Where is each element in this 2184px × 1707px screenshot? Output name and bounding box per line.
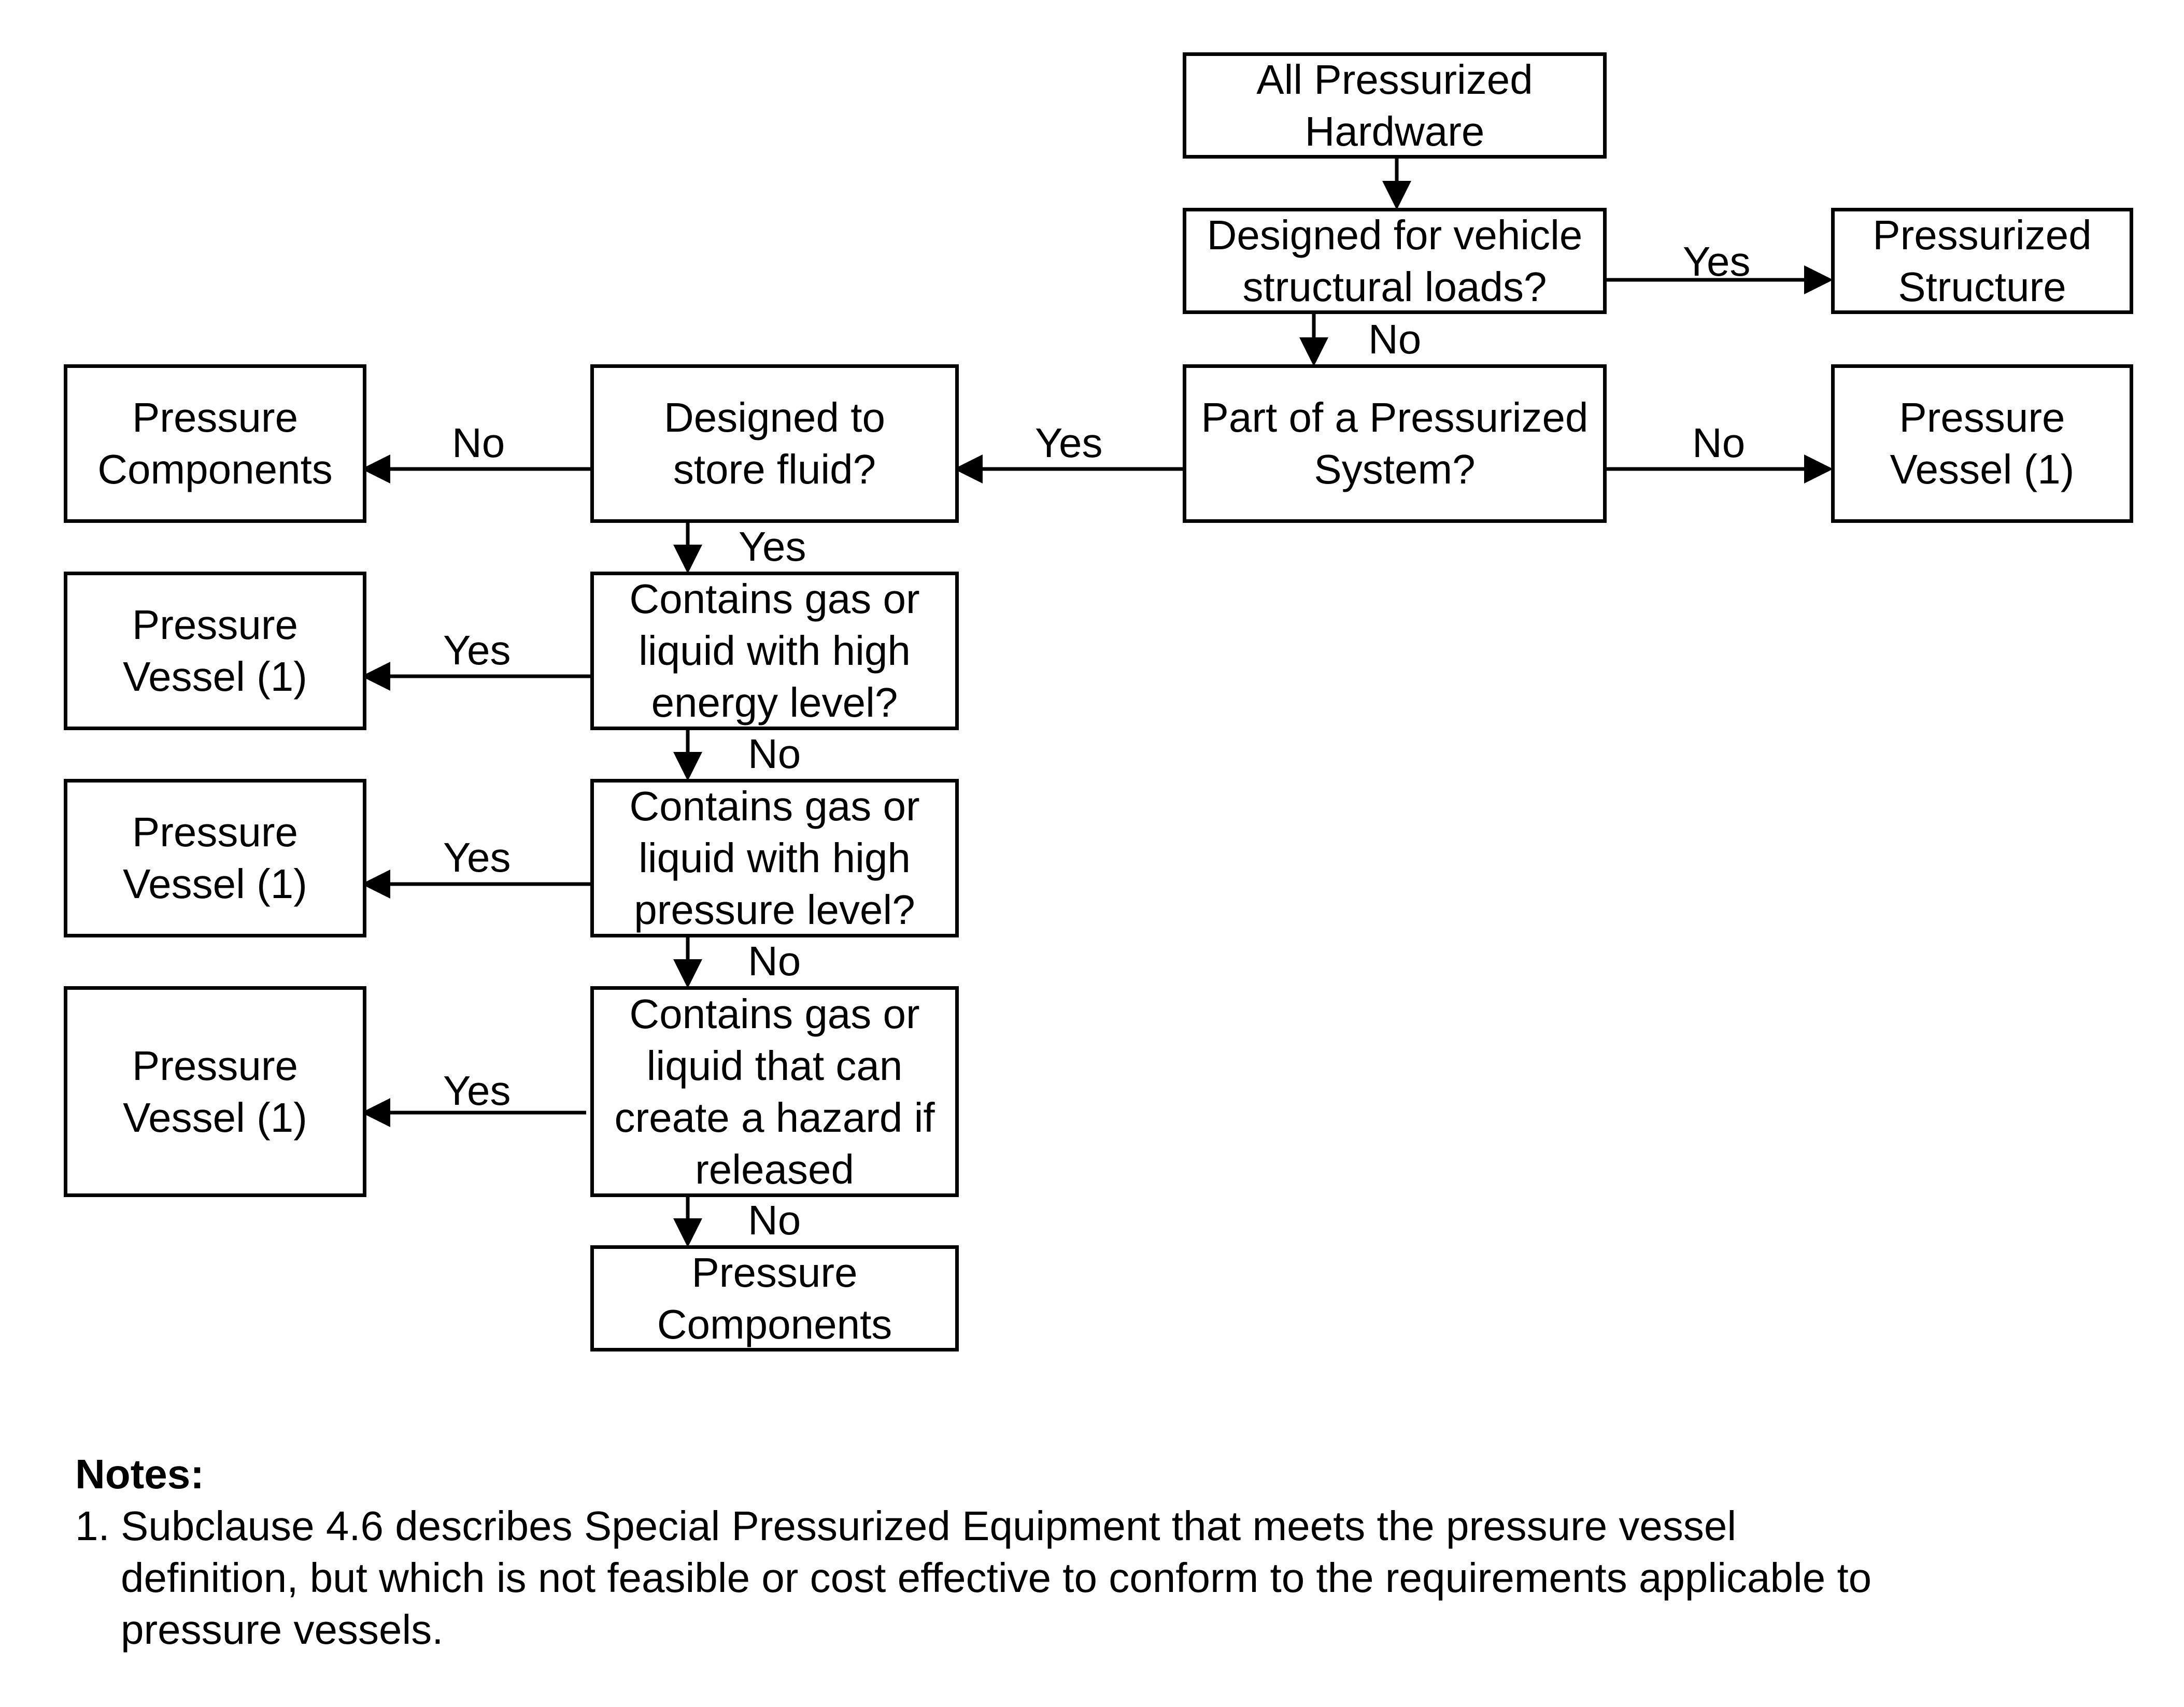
pressurized-structure-label: Pressurized Structure [1873,211,2092,310]
edge-label-structural-no: No [1368,316,1422,362]
edge-label-energy-no: No [748,731,801,777]
structural-loads-question-box: Designed for vehicle structural loads? [1183,208,1607,314]
pressure-components-top-label: Pressure Components [97,394,333,492]
store-fluid-question-box: Designed to store fluid? [590,364,959,523]
edge-label-energy-yes: Yes [443,627,511,673]
edge-label-pressure-no: No [748,938,801,984]
high-pressure-question-label: Contains gas or liquid with high pressur… [629,783,920,933]
high-energy-question-label: Contains gas or liquid with high energy … [629,576,920,726]
store-fluid-question-label: Designed to store fluid? [664,394,885,492]
pressurized-system-question-label: Part of a Pressurized System? [1201,394,1589,492]
pressure-vessel-energy-box: Pressure Vessel (1) [64,572,366,730]
pressure-vessel-hazard-label: Pressure Vessel (1) [123,1042,307,1141]
pressure-components-bottom-label: Pressure Components [657,1249,892,1347]
note-item: 1. Subclause 4.6 describes Special Press… [75,1500,1883,1656]
pressure-vessel-pressure-box: Pressure Vessel (1) [64,779,366,937]
pressurized-system-question-box: Part of a Pressurized System? [1183,364,1607,523]
edge-label-pressure-yes: Yes [443,834,511,880]
structural-loads-question-label: Designed for vehicle structural loads? [1207,211,1583,310]
edge-label-store-no: No [452,420,505,466]
edge-label-hazard-yes: Yes [443,1068,511,1114]
pressure-components-top-box: Pressure Components [64,364,366,523]
note-text: Subclause 4.6 describes Special Pressuri… [121,1503,1872,1653]
edge-label-structural-yes: Yes [1683,238,1751,284]
pressure-vessel-pressure-label: Pressure Vessel (1) [123,809,307,907]
high-pressure-question-box: Contains gas or liquid with high pressur… [590,779,959,937]
edge-label-system-yes: Yes [1035,420,1103,466]
pressure-components-bottom-box: Pressure Components [590,1245,959,1352]
edge-label-store-yes: Yes [739,523,806,570]
notes-section: Notes: 1. Subclause 4.6 describes Specia… [75,1448,1883,1656]
all-pressurized-hardware-box: All Pressurized Hardware [1183,52,1607,159]
hazard-question-label: Contains gas or liquid that can create a… [614,990,935,1192]
pressurized-structure-box: Pressurized Structure [1831,208,2133,314]
pressure-vessel-right-box: Pressure Vessel (1) [1831,364,2133,523]
pressure-vessel-energy-label: Pressure Vessel (1) [123,602,307,700]
hazard-question-box: Contains gas or liquid that can create a… [590,986,959,1197]
pressure-vessel-right-label: Pressure Vessel (1) [1890,394,2075,492]
all-pressurized-hardware-label: All Pressurized Hardware [1256,56,1533,154]
notes-title: Notes: [75,1451,204,1497]
note-number: 1. [75,1503,110,1549]
pressure-vessel-hazard-box: Pressure Vessel (1) [64,986,366,1197]
high-energy-question-box: Contains gas or liquid with high energy … [590,572,959,730]
edge-label-hazard-no: No [748,1197,801,1243]
edge-label-system-no: No [1692,420,1746,466]
